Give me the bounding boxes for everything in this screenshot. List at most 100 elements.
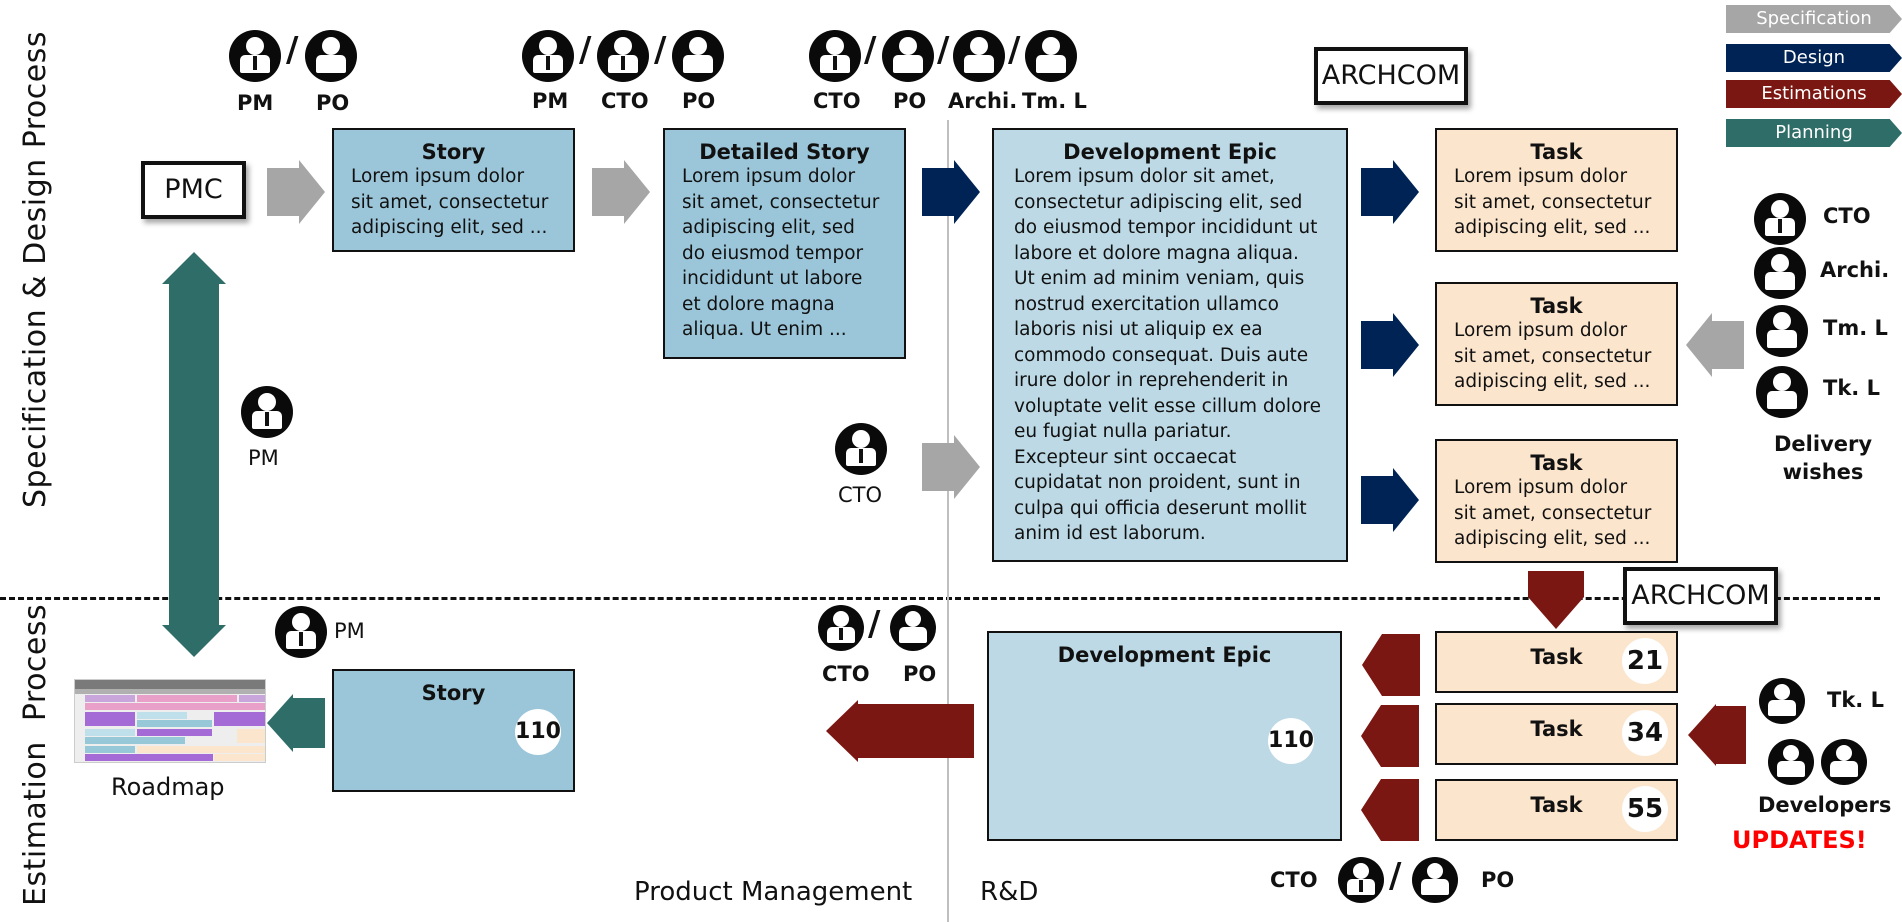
archcom-box: ARCHCOM bbox=[1623, 567, 1778, 625]
task-lead-person-icon bbox=[1756, 366, 1808, 418]
product-management-label: Product Management bbox=[634, 877, 913, 907]
estimation-arrow-task-epic-3 bbox=[1361, 779, 1419, 841]
role-label: Archi. bbox=[948, 89, 1018, 113]
task-points-badge: 21 bbox=[1622, 638, 1668, 684]
role-label: PM bbox=[532, 89, 569, 113]
separator-slash: / bbox=[937, 30, 950, 70]
story-points-badge: 110 bbox=[515, 709, 561, 755]
task-title: Task bbox=[1530, 294, 1583, 318]
task-body: Lorem ipsum dolor sit amet, consectetur … bbox=[1454, 477, 1652, 549]
design-arrow-epic-task-1 bbox=[1361, 160, 1419, 224]
spec-arrow-cto-epic bbox=[922, 435, 980, 499]
planning-arrow-story-roadmap bbox=[267, 694, 325, 752]
developer-person-icon bbox=[1821, 739, 1867, 785]
role-label: CTO bbox=[1270, 868, 1318, 892]
po-person-icon bbox=[882, 30, 934, 82]
section-title-spec-design: Specification & Design Process bbox=[18, 31, 53, 508]
po-person-icon bbox=[305, 30, 357, 82]
task-box: Task Lorem ipsum dolor sit amet, consect… bbox=[1435, 439, 1678, 563]
design-arrow-epic-task-3 bbox=[1361, 468, 1419, 532]
rnd-label: R&D bbox=[980, 877, 1039, 907]
separator-slash: / bbox=[579, 30, 592, 70]
po-person-icon bbox=[890, 605, 936, 651]
roadmap-thumbnail bbox=[74, 679, 266, 763]
section-title-estimation: Estimation Process bbox=[18, 603, 53, 906]
team-lead-person-icon bbox=[1025, 30, 1077, 82]
pm-person-icon bbox=[522, 30, 574, 82]
role-label: CTO bbox=[1823, 204, 1871, 228]
cto-person-icon bbox=[835, 423, 887, 475]
archcom-label: ARCHCOM bbox=[1321, 60, 1461, 91]
legend-estimations: Estimations bbox=[1726, 80, 1902, 108]
role-label: PO bbox=[682, 89, 716, 113]
role-label: Tk. L bbox=[1823, 376, 1880, 400]
pm-person-icon bbox=[275, 606, 327, 658]
role-label: Tm. L bbox=[1022, 89, 1087, 113]
updates-label: UPDATES! bbox=[1732, 826, 1867, 854]
pm-person-icon bbox=[241, 386, 293, 438]
separator-slash: / bbox=[864, 30, 877, 70]
legend-design: Design bbox=[1726, 44, 1902, 72]
story-box: Story Lorem ipsum dolor sit amet, consec… bbox=[332, 128, 575, 252]
department-divider bbox=[947, 120, 949, 922]
development-epic-box: Development Epic Lorem ipsum dolor sit a… bbox=[992, 128, 1348, 562]
task-lead-person-icon bbox=[1759, 678, 1805, 724]
epic-points-badge: 110 bbox=[1268, 718, 1314, 764]
task-body: Lorem ipsum dolor sit amet, consectetur … bbox=[1454, 320, 1652, 392]
po-person-icon bbox=[1412, 857, 1458, 903]
detailed-story-body: Lorem ipsum dolor sit amet, consectetur … bbox=[682, 166, 880, 340]
role-label: CTO bbox=[601, 89, 649, 113]
cto-person-icon bbox=[597, 30, 649, 82]
spec-arrow-story-detailed bbox=[592, 160, 650, 224]
task-title: Task bbox=[1530, 645, 1583, 669]
role-label: PO bbox=[316, 91, 350, 115]
role-label: CTO bbox=[822, 662, 870, 686]
task-estimate-box: Task 34 bbox=[1435, 703, 1678, 765]
task-points-badge: 34 bbox=[1622, 710, 1668, 756]
developer-person-icon bbox=[1768, 739, 1814, 785]
spec-arrow-pmc-story bbox=[267, 160, 325, 224]
task-title: Task bbox=[1530, 451, 1583, 475]
estimation-arrow-task-epic-2 bbox=[1361, 705, 1419, 767]
task-title: Task bbox=[1530, 717, 1583, 741]
separator-slash: / bbox=[1008, 30, 1021, 70]
delivery-wishes-label: Delivery wishes bbox=[1774, 432, 1873, 484]
estimation-arrow-task-epic-1 bbox=[1362, 634, 1420, 696]
estimation-arrow-developers-task bbox=[1688, 704, 1746, 766]
cto-person-icon bbox=[1338, 857, 1384, 903]
role-label: Archi. bbox=[1820, 258, 1890, 282]
task-points-badge: 55 bbox=[1622, 786, 1668, 832]
design-arrow-detailed-epic bbox=[922, 160, 980, 224]
spec-arrow-delivery-task bbox=[1686, 313, 1744, 377]
planning-double-arrow bbox=[162, 252, 226, 657]
archcom-box: ARCHCOM bbox=[1314, 47, 1468, 105]
task-estimate-box: Task 21 bbox=[1435, 631, 1678, 693]
legend-specification: Specification bbox=[1726, 5, 1902, 33]
pmc-box: PMC bbox=[141, 161, 246, 219]
story-title: Story bbox=[421, 681, 486, 705]
task-box: Task Lorem ipsum dolor sit amet, consect… bbox=[1435, 128, 1678, 252]
estimation-arrow-epic-story bbox=[826, 700, 974, 762]
cto-person-icon bbox=[1754, 193, 1806, 245]
story-estimate-box: Story 110 bbox=[332, 669, 575, 792]
pm-person-icon bbox=[229, 30, 281, 82]
legend-planning: Planning bbox=[1726, 119, 1902, 147]
detailed-story-title: Detailed Story bbox=[699, 140, 870, 164]
role-label: PM bbox=[334, 619, 365, 643]
cto-person-icon bbox=[809, 30, 861, 82]
architect-person-icon bbox=[1754, 247, 1806, 299]
role-label: CTO bbox=[813, 89, 861, 113]
separator-slash: / bbox=[654, 30, 667, 70]
development-epic-title: Development Epic bbox=[1063, 140, 1277, 164]
task-title: Task bbox=[1530, 140, 1583, 164]
role-label: PO bbox=[903, 662, 937, 686]
development-epic-body: Lorem ipsum dolor sit amet, consectetur … bbox=[1014, 166, 1321, 544]
task-body: Lorem ipsum dolor sit amet, consectetur … bbox=[1454, 166, 1652, 238]
developers-label: Developers bbox=[1758, 793, 1892, 817]
role-label: PM bbox=[237, 91, 274, 115]
role-label: Tk. L bbox=[1827, 688, 1884, 712]
roadmap-label: Roadmap bbox=[111, 773, 225, 801]
task-estimate-box: Task 55 bbox=[1435, 779, 1678, 841]
task-title: Task bbox=[1530, 793, 1583, 817]
design-arrow-epic-task-2 bbox=[1361, 313, 1419, 377]
